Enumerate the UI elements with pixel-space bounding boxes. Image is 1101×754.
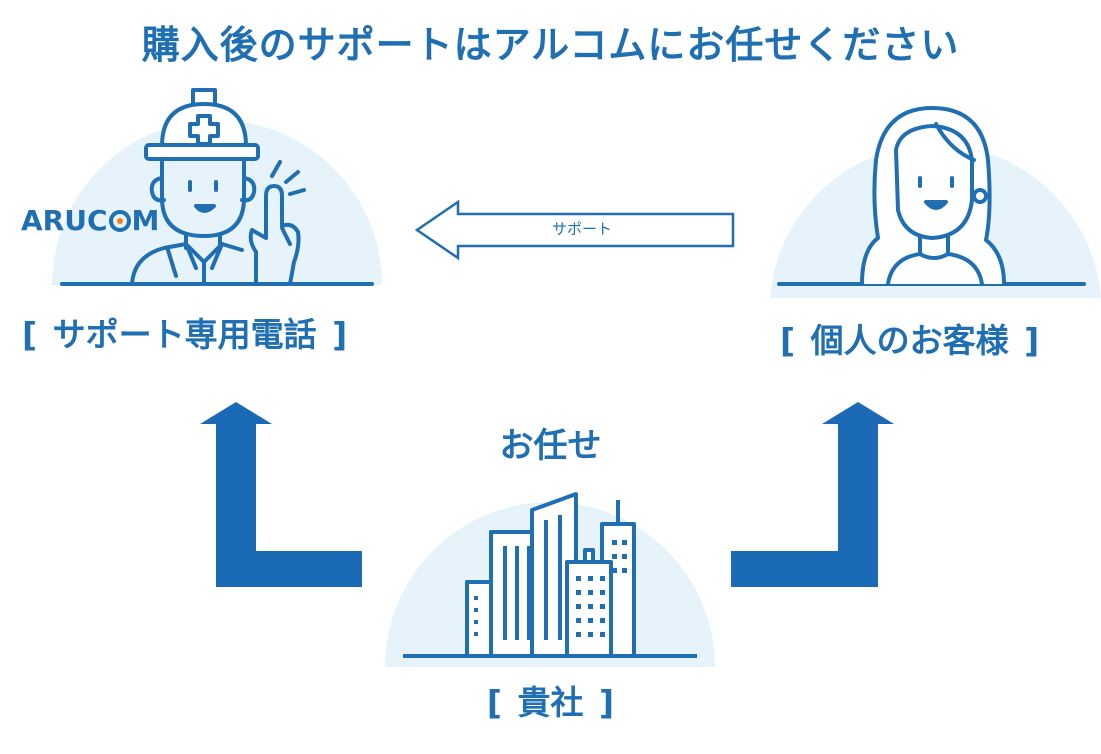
support-phone-text: サポート専用電話 [52,315,317,354]
bracket-open: [ [486,683,502,722]
arucom-logo: ARUC M [21,204,159,237]
building-windows [474,540,627,637]
page-title: 購入後のサポートはアルコムにお任せください [141,23,960,67]
bracket-close: ] [1024,321,1040,360]
left-up-arrow [200,402,362,587]
omakase-label: お任せ [499,426,602,466]
worker-illustration [60,88,374,286]
support-arrow-label: サポート [551,220,612,238]
logo-text-suffix: M [131,204,160,237]
bracket-open: [ [22,315,38,354]
individual-customer-label: [ 個人のお客様 ] [776,314,1043,362]
individual-customer-text: 個人のお客様 [810,321,1009,360]
logo-text-prefix: ARUC [21,204,108,237]
bracket-close: ] [599,683,615,722]
bracket-close: ] [332,315,348,354]
support-arrow [414,199,735,261]
bracket-open: [ [780,321,796,360]
client-company-label: [ 貴社 ] [0,676,1101,724]
right-up-arrow [731,402,894,587]
client-company-text: 貴社 [517,683,584,722]
support-phone-label: [ サポート専用電話 ] [18,308,351,356]
woman-illustration [777,106,1086,286]
logo-o-mark [108,210,131,232]
